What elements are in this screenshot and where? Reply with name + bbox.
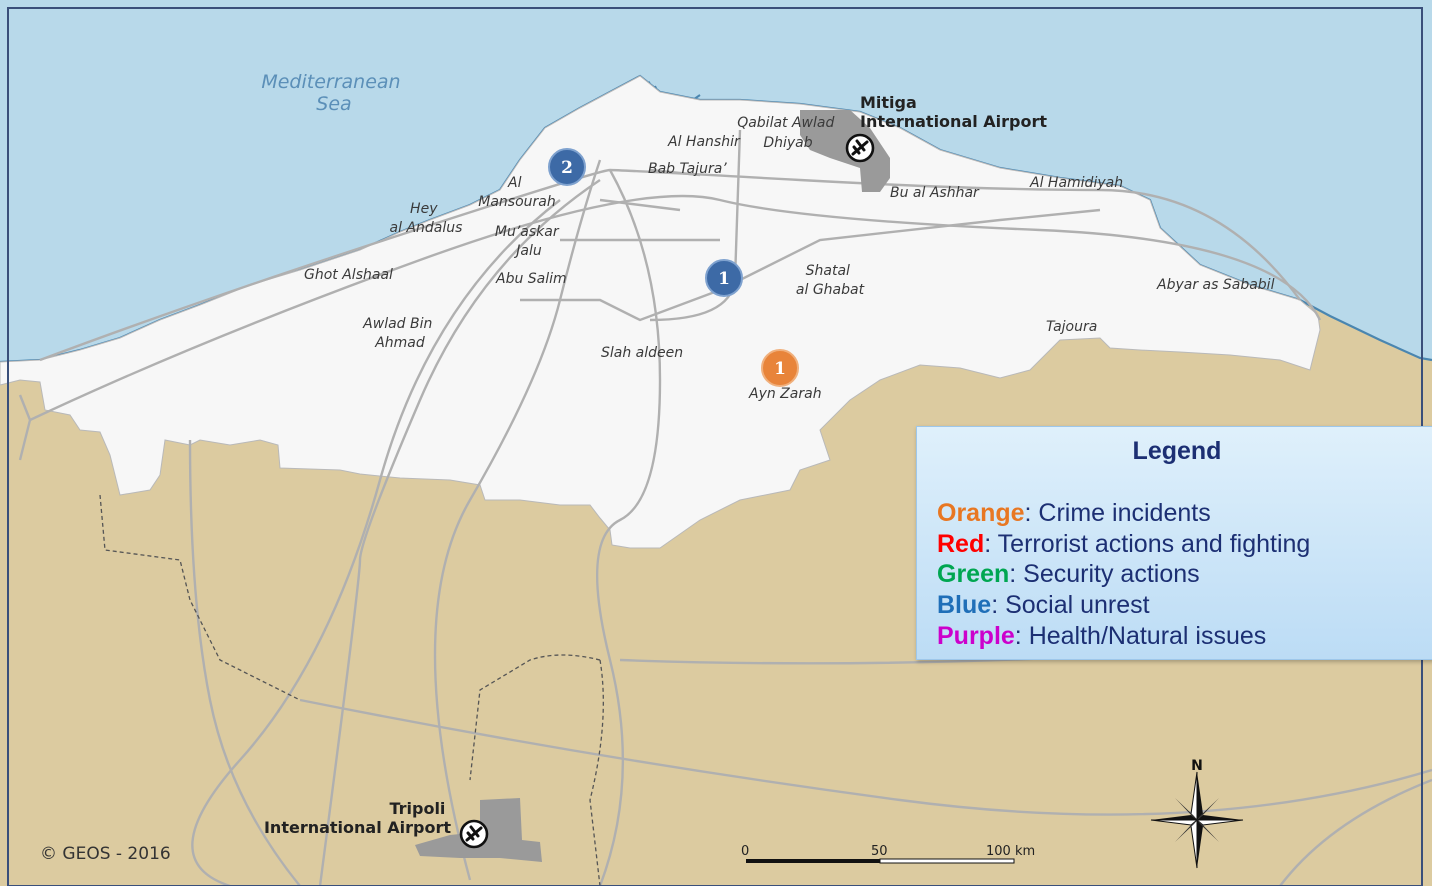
tripoli-airport-area bbox=[415, 798, 542, 862]
scale-bar: 0 50 100 km bbox=[741, 844, 1035, 864]
place-ayn-zarah: Ayn Zarah bbox=[748, 386, 822, 402]
legend-text-red: : Terrorist actions and fighting bbox=[984, 530, 1311, 558]
scale-label-0: 0 bbox=[741, 844, 749, 859]
place-slah-aldeen: Slah aldeen bbox=[601, 345, 683, 361]
legend-key-purple: Purple bbox=[937, 622, 1015, 650]
place-ghot-alshaal: Ghot Alshaal bbox=[304, 267, 393, 283]
place-qabilat: Qabilat Awlad Dhiyab bbox=[737, 115, 839, 151]
place-bu-al-ashhar: Bu al Ashhar bbox=[890, 185, 980, 201]
legend-key-blue: Blue bbox=[937, 591, 992, 619]
svg-text:1: 1 bbox=[718, 269, 730, 289]
legend-text-purple: : Health/Natural issues bbox=[1014, 622, 1267, 650]
scale-label-100: 100 km bbox=[986, 844, 1035, 859]
legend-box: Legend Orange: Crime incidents Red: Terr… bbox=[916, 426, 1432, 660]
tripoli-airport-icon bbox=[459, 819, 489, 849]
copyright-text: © GEOS - 2016 bbox=[40, 844, 171, 864]
legend-key-green: Green bbox=[937, 560, 1010, 588]
tripoli-airport-label: Tripoli International Airport bbox=[264, 799, 451, 837]
mitiga-airport-area bbox=[800, 110, 890, 192]
place-hey-al-andalus: Hey al Andalus bbox=[390, 201, 463, 236]
compass-north-label: N bbox=[1191, 758, 1203, 774]
sea-label: Mediterranean Sea bbox=[261, 71, 406, 115]
legend-item-red: Red: Terrorist actions and fighting bbox=[937, 530, 1310, 559]
place-bab-tajura: Bab Tajura’ bbox=[648, 161, 727, 177]
legend-text-orange: : Crime incidents bbox=[1024, 499, 1211, 527]
place-abyar-as-sababil: Abyar as Sababil bbox=[1156, 277, 1275, 293]
place-al-hamidiyah: Al Hamidiyah bbox=[1029, 175, 1123, 191]
place-tajoura: Tajoura bbox=[1046, 319, 1097, 335]
legend-title: Legend bbox=[1132, 437, 1222, 465]
legend-text-green: : Security actions bbox=[1009, 560, 1200, 588]
place-abu-salim: Abu Salim bbox=[495, 271, 567, 287]
svg-text:2: 2 bbox=[561, 158, 573, 178]
legend-item-purple: Purple: Health/Natural issues bbox=[937, 622, 1266, 651]
mitiga-airport-label: Mitiga International Airport bbox=[860, 93, 1047, 131]
scale-label-50: 50 bbox=[871, 844, 888, 859]
incident-marker-blue-1[interactable]: 1 bbox=[705, 259, 743, 297]
sea-area bbox=[0, 0, 1432, 362]
legend-key-orange: Orange bbox=[937, 499, 1025, 527]
legend-item-orange: Orange: Crime incidents bbox=[937, 499, 1211, 528]
legend-key-red: Red bbox=[937, 530, 985, 558]
legend-item-blue: Blue: Social unrest bbox=[937, 591, 1150, 620]
svg-text:1: 1 bbox=[774, 359, 786, 379]
mitiga-airport-icon bbox=[845, 133, 875, 163]
place-al-mansourah: Al Mansourah bbox=[478, 175, 555, 210]
place-awlad-bin-ahmad: Awlad Bin Ahmad bbox=[362, 316, 437, 351]
legend-text-blue: : Social unrest bbox=[991, 591, 1150, 619]
place-shatal-al-ghabat: Shatal al Ghabat bbox=[796, 263, 865, 298]
place-muaskar-jalu: Mu’askar Jalu bbox=[495, 224, 563, 259]
incident-marker-blue-2[interactable]: 2 bbox=[548, 148, 586, 186]
north-compass-icon: N bbox=[1150, 758, 1244, 869]
place-al-hanshir: Al Hanshir bbox=[667, 134, 741, 150]
legend-item-green: Green: Security actions bbox=[937, 560, 1200, 589]
district-borders bbox=[99, 494, 604, 886]
incident-marker-orange-1[interactable]: 1 bbox=[761, 349, 799, 387]
